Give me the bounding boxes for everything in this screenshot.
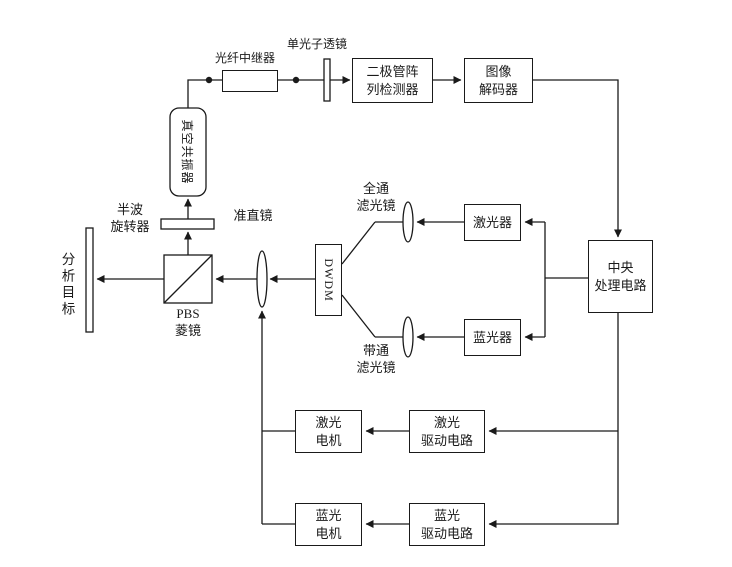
bandpass-lens bbox=[402, 316, 414, 358]
bandpass-filter-label: 带通 滤光镜 bbox=[356, 343, 396, 375]
fiber-relay-box bbox=[222, 70, 278, 92]
vacuum-resonator-outline bbox=[169, 107, 207, 197]
vacuum-resonator-label: 真空共振器 bbox=[180, 119, 194, 185]
analysis-target-label: 分析目标 bbox=[59, 252, 75, 318]
single-photon-lens-bar bbox=[323, 58, 331, 102]
cpu-to-blue-driver-line bbox=[488, 313, 619, 528]
laser-motor-box: 激光 电机 bbox=[295, 410, 362, 453]
blue-motor-box: 蓝光 电机 bbox=[295, 503, 362, 546]
single-photon-lens-label: 单光子透镜 bbox=[286, 37, 347, 51]
allpass-filter-label: 全通 滤光镜 bbox=[356, 181, 396, 213]
pbs-diagonal bbox=[163, 254, 213, 304]
half-wave-rotator-label: 半波 旋转器 bbox=[110, 202, 150, 234]
analysis-target-bar bbox=[85, 227, 94, 333]
fiber-dot-left bbox=[205, 76, 213, 84]
fiber-dot-right bbox=[292, 76, 300, 84]
dwdm-box: DWDM bbox=[315, 244, 342, 316]
collimator-lens bbox=[256, 250, 268, 308]
decoder-to-cpu-line bbox=[533, 79, 622, 238]
half-wave-rotator-bar bbox=[160, 218, 215, 230]
fiber-relay-label: 光纤中继器 bbox=[214, 51, 275, 65]
collimator-label: 准直镜 bbox=[233, 208, 273, 223]
pbs-prism-label: PBS 菱镜 bbox=[174, 306, 201, 338]
dwdm-label: DWDM bbox=[321, 258, 336, 302]
blue-driver-box: 蓝光 驱动电路 bbox=[409, 503, 485, 546]
dwdm-upper-diagonal bbox=[341, 221, 376, 265]
central-processor-box: 中央 处理电路 bbox=[588, 240, 653, 313]
blue-source-box: 蓝光器 bbox=[464, 319, 521, 356]
laser-driver-box: 激光 驱动电路 bbox=[409, 410, 485, 453]
allpass-lens bbox=[402, 201, 414, 243]
laser-box: 激光器 bbox=[464, 204, 521, 241]
diode-array-detector-box: 二极管阵 列检测器 bbox=[352, 58, 433, 103]
image-decoder-box: 图像 解码器 bbox=[464, 58, 533, 103]
dwdm-lower-diagonal bbox=[341, 294, 376, 338]
